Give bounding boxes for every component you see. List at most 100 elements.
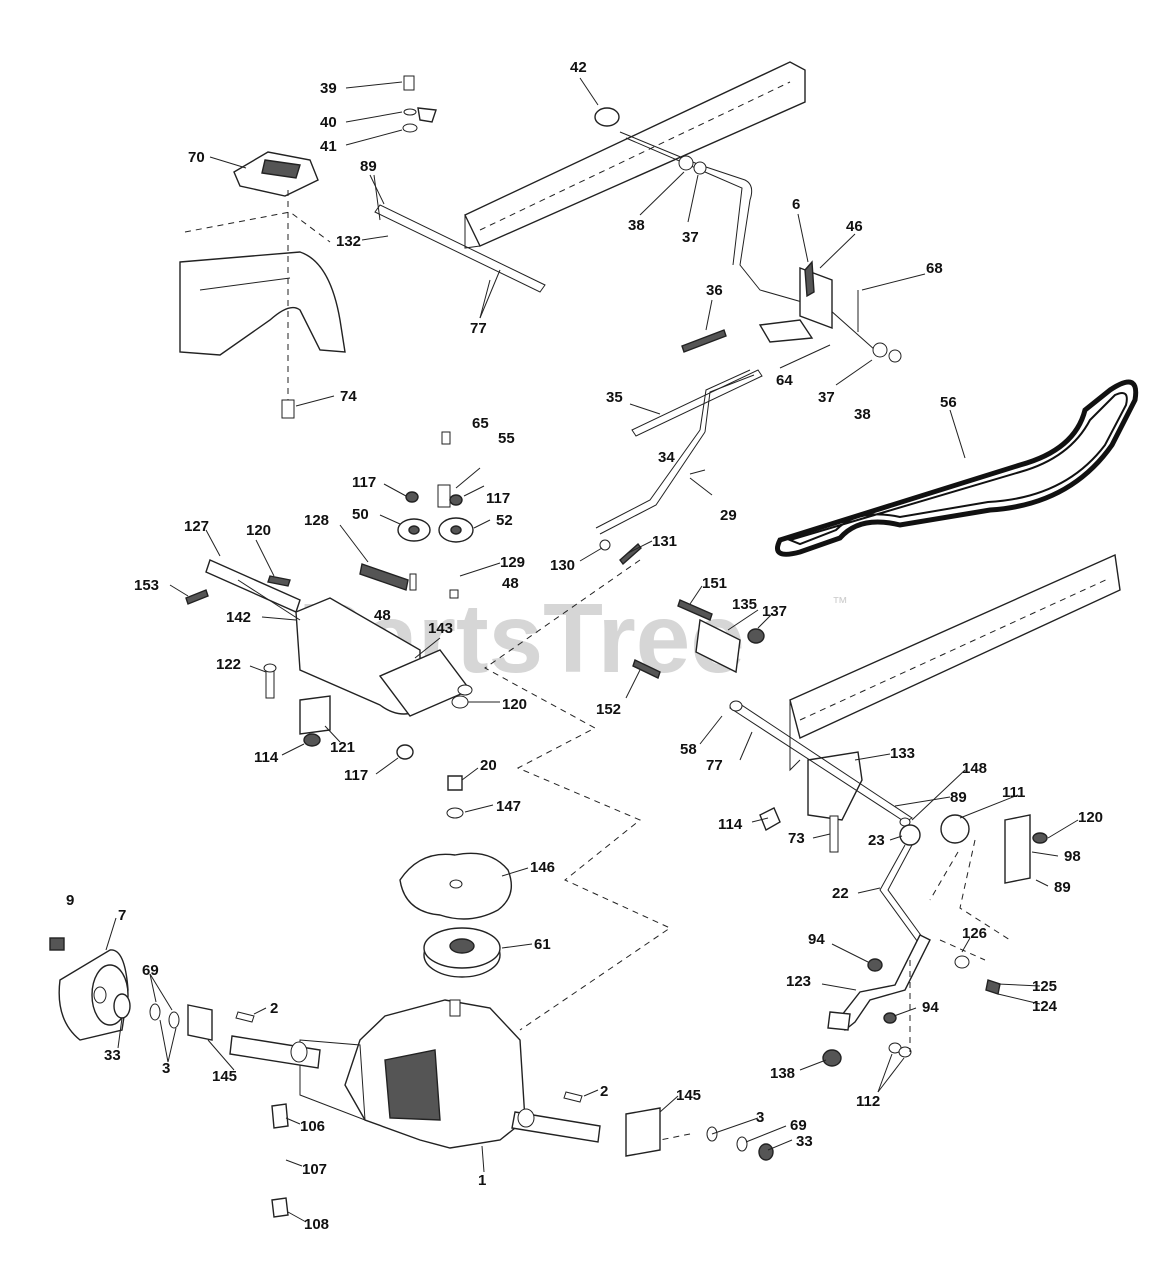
callout-label: 69 [790,1117,807,1134]
nuts-112 [888,1042,912,1058]
callout-label: 61 [534,936,551,953]
pedal-arm-123 [827,934,931,1032]
bolt-9 [49,937,65,951]
callout-label: 98 [1064,848,1081,865]
callout-label: 107 [302,1161,327,1178]
transaxle-1 [299,999,526,1149]
bracket-121 [299,695,331,735]
callout-label: 33 [796,1133,813,1150]
callout-label: 132 [336,233,361,250]
parts-124-126 [954,955,1001,995]
callout-label: 89 [360,158,377,175]
callout-label: 52 [496,512,513,529]
key-2-right [563,1091,583,1103]
cover-70 [233,151,319,197]
callout-label: 135 [732,596,757,613]
pivot-bracket-6-46 [799,260,859,332]
callout-label: 133 [890,745,915,762]
callout-label: 40 [320,114,337,131]
bushing-111 [940,814,970,844]
spacer-33-left [113,993,131,1019]
callout-label: 138 [770,1065,795,1082]
callout-label: 20 [480,757,497,774]
callout-label: 9 [66,892,74,909]
callout-label: 143 [428,620,453,637]
callout-label: 37 [682,229,699,246]
callout-label: 22 [832,885,849,902]
spring-94 [867,958,897,1024]
callout-label: 39 [320,80,337,97]
callout-label: 77 [470,320,487,337]
callout-label: 33 [104,1047,121,1064]
nut-114-right [759,807,781,832]
callout-label: 114 [718,816,743,833]
callout-label: 120 [502,696,527,713]
callout-label: 1 [478,1172,486,1189]
idler-pulley-52 [438,517,474,543]
bolt-73 [829,815,839,853]
callout-label: 117 [344,767,368,784]
drive-belt-56 [775,379,1139,557]
shift-shaft [374,131,902,363]
callout-label: 147 [496,798,521,815]
bolt-stack-39-41 [402,75,437,133]
callout-label: 41 [320,138,337,155]
callout-label: 153 [134,577,159,594]
callout-label: 128 [304,512,329,529]
callout-label: 34 [658,449,675,466]
callout-label: 7 [118,907,126,924]
hardware-3-69-33-right [706,1126,774,1161]
callout-labels: 39 40 41 70 89 132 42 38 37 77 6 46 68 3… [66,59,1103,1233]
callout-label: 58 [680,741,697,758]
callout-label: 145 [676,1087,701,1104]
callout-label: 151 [702,575,727,592]
spring-128 [359,563,409,591]
callout-label: 127 [184,518,209,535]
nut-114-left [303,733,321,747]
bolt-129-48 [409,573,459,599]
callout-label: 3 [756,1109,764,1126]
callout-label: 121 [330,739,355,756]
callout-label: 50 [352,506,369,523]
idler-pulley-50 [397,518,431,542]
plate-98 [1004,814,1048,884]
callout-label: 148 [962,760,987,777]
callout-label: 73 [788,830,805,847]
leader-lines [105,77,1079,1223]
callout-label: 3 [162,1060,170,1077]
callout-label: 42 [570,59,587,76]
callout-label: 108 [304,1216,329,1233]
callout-label: 94 [922,999,939,1016]
callout-label: 123 [786,973,811,990]
callout-label: 122 [216,656,241,673]
callout-label: 146 [530,859,555,876]
callout-label: 6 [792,196,800,213]
callout-label: 124 [1032,998,1058,1015]
callout-label: 152 [596,701,621,718]
callout-label: 126 [962,925,987,942]
callout-label: 125 [1032,978,1057,995]
callout-label: 111 [1002,784,1025,801]
bracket-145-right [625,1107,661,1157]
callout-label: 65 [472,415,489,432]
callout-label: 55 [498,430,515,447]
belt-routing-lines [484,559,1011,1141]
bolt-74 [281,399,295,419]
idler-arm-143 [378,649,473,717]
fender-assembly [179,211,346,356]
nut-117-left [396,744,414,760]
spring-36 [681,329,727,353]
link-64 [758,319,814,343]
callout-label: 131 [652,533,677,550]
key-washer-left [149,1003,213,1041]
callout-label: 2 [270,1000,278,1017]
callout-label: 36 [706,282,723,299]
hardware-106-107-108 [271,1103,289,1218]
bolt-122 [263,663,277,699]
bolt-stack-65-55 [405,431,463,508]
callout-label: 117 [352,474,376,491]
callout-label: 120 [246,522,271,539]
nut-20 [447,775,463,791]
callout-label: 48 [502,575,519,592]
